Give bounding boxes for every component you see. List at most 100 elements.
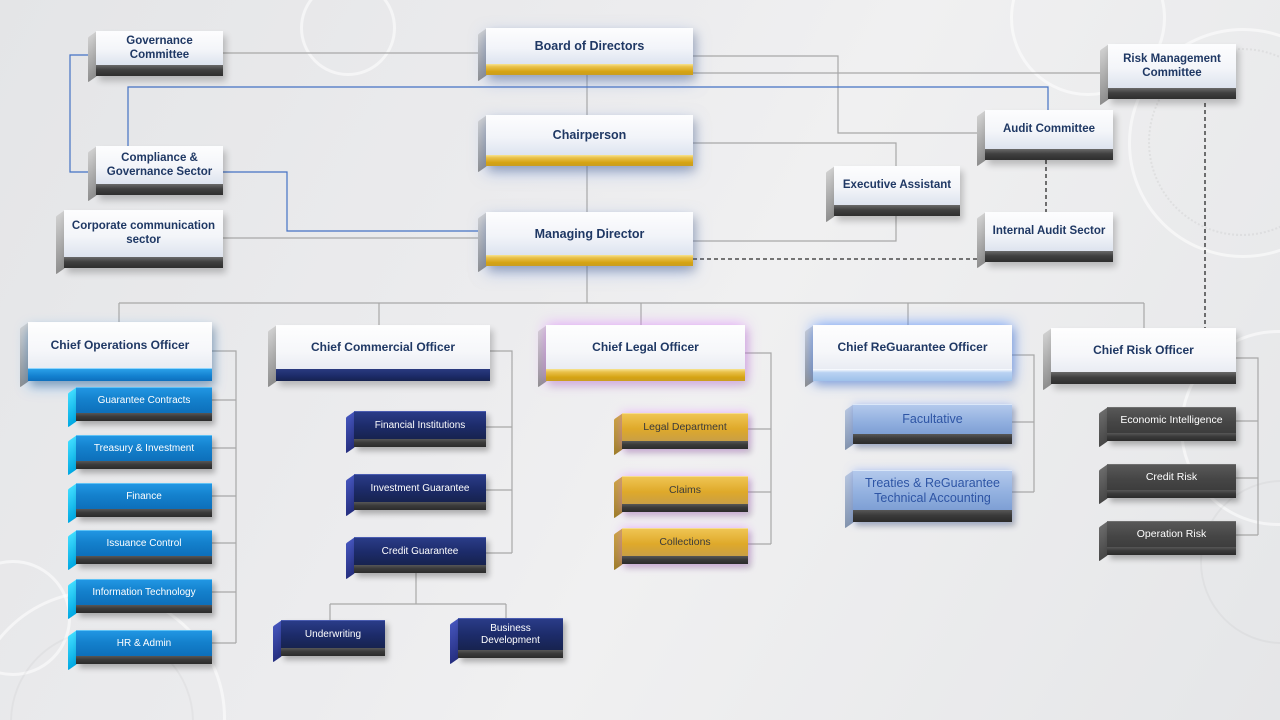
box-bar — [1107, 490, 1236, 498]
node-label: Risk Management Committee — [1123, 52, 1221, 79]
box-bar — [96, 65, 223, 76]
node-label: Underwriting — [304, 628, 362, 640]
org-node-business-development: Business Development — [450, 618, 563, 665]
box-bar — [1108, 88, 1236, 99]
org-node-risk-management-committee: Risk Management Committee — [1100, 44, 1236, 106]
org-node-chief-legal-officer: Chief Legal Officer — [538, 325, 745, 388]
node-label: Managing Director — [534, 226, 645, 241]
node-label: Chief ReGuarantee Officer — [837, 340, 988, 355]
org-node-chief-reguarantee-officer: Chief ReGuarantee Officer — [805, 325, 1012, 388]
node-label: Treaties & ReGuarantee Technical Account… — [864, 475, 1001, 505]
box-bar — [1107, 547, 1236, 555]
box-bar — [76, 605, 212, 613]
node-label: Internal Audit Sector — [992, 225, 1106, 238]
box-bar — [76, 509, 212, 517]
org-node-hr-admin: HR & Admin — [68, 630, 212, 671]
org-node-treaties-reguarantee-technical-accounting: Treaties & ReGuarantee Technical Account… — [845, 470, 1012, 529]
node-label: Chairperson — [552, 128, 627, 143]
box-bar — [281, 648, 385, 656]
node-label: Corporate communication sector — [71, 220, 216, 246]
box-bar — [486, 64, 693, 75]
node-label: Board of Directors — [534, 39, 645, 54]
box-bar — [546, 369, 745, 381]
node-label: Legal Department — [643, 421, 727, 434]
node-label: Finance — [126, 490, 162, 502]
org-node-guarantee-contracts: Guarantee Contracts — [68, 387, 212, 428]
node-label: Facultative — [902, 412, 963, 427]
org-node-issuance-control: Issuance Control — [68, 530, 212, 571]
box-bar — [834, 205, 960, 216]
org-node-facultative: Facultative — [845, 404, 1012, 451]
node-label: Chief Legal Officer — [592, 340, 699, 355]
org-node-information-technology: Information Technology — [68, 579, 212, 620]
org-node-governance-committee: Governance Committee — [88, 31, 223, 83]
org-node-legal-department: Legal Department — [614, 413, 748, 456]
org-node-financial-institutions: Financial Institutions — [346, 411, 486, 454]
node-label: Chief Operations Officer — [50, 338, 190, 353]
org-node-chairperson: Chairperson — [478, 115, 693, 173]
gray-connectors — [118, 52, 1259, 644]
org-node-chief-operations-officer: Chief Operations Officer — [20, 322, 212, 388]
box-bar — [64, 257, 223, 268]
box-bar — [76, 656, 212, 664]
node-label: Executive Assistant — [842, 179, 952, 192]
org-node-underwriting: Underwriting — [273, 620, 385, 663]
box-bar — [276, 369, 490, 381]
box-bar — [813, 369, 1012, 381]
box-bar — [1107, 433, 1236, 441]
node-label: Collections — [659, 536, 711, 549]
box-bar — [76, 556, 212, 564]
node-label: Governance Committee — [126, 34, 193, 61]
box-bar — [96, 184, 223, 195]
org-node-chief-commercial-officer: Chief Commercial Officer — [268, 325, 490, 388]
org-node-managing-director: Managing Director — [478, 212, 693, 273]
box-bar — [458, 650, 563, 658]
node-label: Treasury & Investment — [93, 442, 195, 454]
org-node-executive-assistant: Executive Assistant — [826, 166, 960, 223]
node-label: Credit Risk — [1145, 471, 1198, 484]
box-bar — [76, 413, 212, 421]
org-node-audit-committee: Audit Committee — [977, 110, 1113, 167]
org-node-collections: Collections — [614, 528, 748, 571]
box-bar — [354, 565, 486, 573]
box-bar — [486, 155, 693, 166]
org-node-board-of-directors: Board of Directors — [478, 28, 693, 82]
box-bar — [1051, 372, 1236, 384]
node-label: Economic Intelligence — [1120, 414, 1223, 427]
org-node-credit-risk: Credit Risk — [1099, 464, 1236, 505]
box-bar — [985, 149, 1113, 160]
node-label: Operation Risk — [1136, 528, 1207, 541]
node-label: Credit Guarantee — [381, 545, 459, 557]
org-node-chief-risk-officer: Chief Risk Officer — [1043, 328, 1236, 391]
node-label: Audit Committee — [1003, 123, 1095, 136]
node-label: Investment Guarantee — [370, 482, 470, 494]
blue-connectors — [69, 54, 1049, 232]
box-bar — [354, 502, 486, 510]
org-node-claims: Claims — [614, 476, 748, 519]
node-label: Chief Commercial Officer — [310, 340, 456, 355]
org-node-finance: Finance — [68, 483, 212, 524]
node-label: Issuance Control — [106, 537, 182, 549]
org-node-operation-risk: Operation Risk — [1099, 521, 1236, 562]
node-label: HR & Admin — [116, 637, 172, 649]
box-bar — [622, 556, 748, 564]
org-node-compliance-governance-sector: Compliance & Governance Sector — [88, 146, 223, 202]
box-bar — [853, 434, 1012, 444]
node-label: Information Technology — [92, 586, 196, 598]
box-bar — [354, 439, 486, 447]
dashed-connectors — [693, 103, 1206, 328]
box-bar — [853, 510, 1012, 522]
box-bar — [76, 461, 212, 469]
org-node-treasury-investment: Treasury & Investment — [68, 435, 212, 476]
box-bar — [985, 251, 1113, 262]
box-bar — [622, 504, 748, 512]
node-label: Business Development — [481, 622, 540, 646]
node-label: Chief Risk Officer — [1093, 343, 1194, 358]
box-bar — [486, 255, 693, 266]
org-node-corporate-communication-sector: Corporate communication sector — [56, 210, 223, 275]
node-label: Claims — [668, 484, 702, 497]
node-label: Compliance & Governance Sector — [106, 151, 213, 178]
org-node-investment-guarantee: Investment Guarantee — [346, 474, 486, 517]
